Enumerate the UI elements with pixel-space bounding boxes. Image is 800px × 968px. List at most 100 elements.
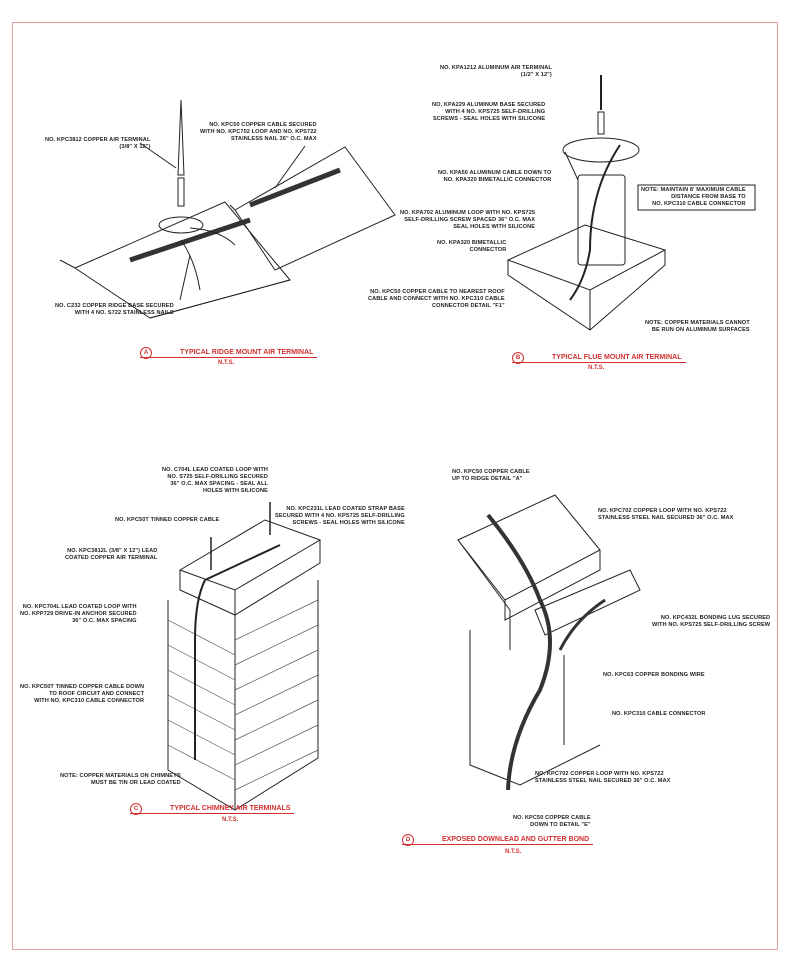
drawing-border xyxy=(12,22,778,950)
label-tinned-cable-down: NO. KPC50T TINNED COPPER CABLE DOWN TO R… xyxy=(20,684,144,705)
label-line: NO. KPC50T TINNED COPPER CABLE xyxy=(115,517,220,523)
label-line: NO. KPC50 COPPER CABLE xyxy=(452,469,530,475)
label-air-terminal: NO. KPC3812 COPPER AIR TERMINAL (3/8" X … xyxy=(45,137,150,151)
note-line: NO. KPC310 CABLE CONNECTOR xyxy=(652,201,746,207)
detail-title-b: B TYPICAL FLUE MOUNT AIR TERMINAL xyxy=(512,352,686,364)
detail-title-c: C TYPICAL CHIMNEY AIR TERMINALS xyxy=(130,803,295,815)
label-line: NO. KPA320 BIMETALLIC xyxy=(437,240,507,246)
label-line: WITH NO. KPC310 CABLE CONNECTOR xyxy=(34,698,145,704)
label-line: NO. C704L LEAD COATED LOOP WITH xyxy=(162,467,268,473)
scale-note: N.T.S. xyxy=(505,849,522,855)
detail-title-d: D EXPOSED DOWNLEAD AND GUTTER BOND xyxy=(402,834,594,846)
chimney-drawing xyxy=(167,502,322,811)
label-line: (1/2" X 12") xyxy=(520,72,552,78)
label-line: UP TO RIDGE DETAIL "A" xyxy=(452,476,523,482)
scale-note: N.T.S. xyxy=(588,365,605,371)
ridge-mount-drawing xyxy=(59,99,396,319)
label-line: TO ROOF CIRCUIT AND CONNECT xyxy=(49,691,145,697)
label-bimetallic-connector: NO. KPA320 BIMETALLIC CONNECTOR xyxy=(437,240,506,254)
title-text: EXPOSED DOWNLEAD AND GUTTER BOND xyxy=(442,836,590,843)
label-strap-base: NO. KPC231L LEAD COATED STRAP BASE SECUR… xyxy=(275,506,405,527)
label-copper-cable: NO. KPC50 COPPER CABLE SECURED WITH NO. … xyxy=(200,122,317,143)
label-line: NO. KPC50 COPPER CABLE SECURED xyxy=(209,122,317,128)
label-line: SCREWS - SEAL HOLES WITH SILICONE xyxy=(292,520,405,526)
label-line: STAINLESS STEEL NAIL SECURED 36" O.C. MA… xyxy=(535,778,671,784)
label-copper-loop-upper: NO. KPC702 COPPER LOOP WITH NO. KPS722 S… xyxy=(598,508,733,522)
label-cable-down-detail-e: NO. KPC50 COPPER CABLE DOWN TO DETAIL "E… xyxy=(513,815,591,829)
scale-note: N.T.S. xyxy=(222,817,239,823)
label-bonding-wire: NO. KPC63 COPPER BONDING WIRE xyxy=(603,672,705,679)
note-max-cable-distance: NOTE: MAINTAIN 8' MAXIMUM CABLE DISTANCE… xyxy=(641,187,746,208)
label-line: 36" O.C. MAX SPACING xyxy=(72,618,137,624)
label-line: NO. KPP729 DRIVE-IN ANCHOR SECURED xyxy=(20,611,137,617)
label-line: DOWN TO DETAIL "E" xyxy=(530,822,591,828)
title-text: TYPICAL CHIMNEY AIR TERMINALS xyxy=(170,805,291,812)
label-line: NO. KPC231L LEAD COATED STRAP BASE xyxy=(286,506,405,512)
label-line: NO. KPC3812L (3/8" X 12") LEAD xyxy=(67,548,158,554)
label-aluminum-base: NO. KPA229 ALUMINUM BASE SECURED WITH 4 … xyxy=(432,102,545,123)
downlead-drawing xyxy=(457,494,641,791)
note-line: NOTE: COPPER MATERIALS ON CHIMNEYS xyxy=(60,773,181,779)
title-text: TYPICAL RIDGE MOUNT AIR TERMINAL xyxy=(180,349,314,356)
scale-note: N.T.S. xyxy=(218,360,235,366)
label-lead-air-terminal: NO. KPC3812L (3/8" X 12") LEAD COATED CO… xyxy=(65,548,157,562)
label-line: NO. KPC704L LEAD COATED LOOP WITH xyxy=(22,604,137,610)
label-line: NO. KPA702 ALUMINUM LOOP WITH NO. KPS725 xyxy=(400,210,536,216)
detail-marker: B xyxy=(512,352,524,364)
note-copper-aluminum: NOTE: COPPER MATERIALS CANNOT BE RUN ON … xyxy=(645,320,750,334)
label-line: CONNECTOR xyxy=(469,247,507,253)
label-line: HOLES WITH SILICONE xyxy=(202,488,268,494)
label-line: WITH 4 NO. S722 STAINLESS NAILS xyxy=(74,310,174,316)
label-line: CABLE AND CONNECT WITH NO. KPC310 CABLE xyxy=(368,296,505,302)
flue-mount-drawing xyxy=(506,75,756,331)
note-line: DISTANCE FROM BASE TO xyxy=(671,194,746,200)
label-line: NO. KPC702 COPPER LOOP WITH NO. KPS722 xyxy=(535,771,664,777)
label-copper-loop-lower: NO. KPC702 COPPER LOOP WITH NO. KPS722 S… xyxy=(535,771,670,785)
label-line: (3/8" X 12") xyxy=(119,144,151,150)
detail-marker: D xyxy=(402,834,414,846)
note-line: BE RUN ON ALUMINUM SURFACES xyxy=(651,327,750,333)
label-line: STAINLESS STEEL NAIL SECURED 36" O.C. MA… xyxy=(598,515,734,521)
label-line: NO. KPC702 COPPER LOOP WITH NO. KPS722 xyxy=(598,508,727,514)
label-aluminum-cable: NO. KPA50 ALUMINUM CABLE DOWN TO NO. KPA… xyxy=(438,170,551,184)
detail-marker: A xyxy=(140,347,152,359)
label-line: WITH 4 NO. KPS725 SELF-DRILLING xyxy=(445,109,546,115)
label-line: NO. KPC310 CABLE CONNECTOR xyxy=(612,711,706,717)
label-line: NO. KPC63 COPPER BONDING WIRE xyxy=(603,672,705,678)
label-line: CONNECTOR DETAIL "F1" xyxy=(432,303,505,309)
label-line: STAINLESS NAIL 36" O.C. MAX xyxy=(231,136,317,142)
label-aluminum-terminal: NO. KPA1212 ALUMINUM AIR TERMINAL (1/2" … xyxy=(440,65,552,79)
label-line: SEAL HOLES WITH SILICONE xyxy=(453,224,536,230)
label-line: WITH NO. KPS725 SELF-DRILLING SCREW xyxy=(652,622,771,628)
label-line: NO. KPC50 COPPER CABLE xyxy=(513,815,591,821)
note-line: NOTE: COPPER MATERIALS CANNOT xyxy=(645,320,750,326)
label-aluminum-loop: NO. KPA702 ALUMINUM LOOP WITH NO. KPS725… xyxy=(400,210,535,231)
label-tinned-cable: NO. KPC50T TINNED COPPER CABLE xyxy=(115,517,219,524)
note-line: MUST BE TIN OR LEAD COATED xyxy=(90,780,181,786)
note-chimney-materials: NOTE: COPPER MATERIALS ON CHIMNEYS MUST … xyxy=(60,773,181,787)
label-line: NO. KPA1212 ALUMINUM AIR TERMINAL xyxy=(440,65,552,71)
label-line: NO. KPC50T TINNED COPPER CABLE DOWN xyxy=(20,684,145,690)
label-lead-coated-loop: NO. C704L LEAD COATED LOOP WITH NO. S725… xyxy=(162,467,268,495)
label-line: NO. KPA229 ALUMINUM BASE SECURED xyxy=(432,102,546,108)
label-line: NO. KPA320 BIMETALLIC CONNECTOR xyxy=(443,177,552,183)
title-text: TYPICAL FLUE MOUNT AIR TERMINAL xyxy=(552,354,682,361)
label-line: SECURED WITH 4 NO. KPS725 SELF-DRILLING xyxy=(275,513,405,519)
label-line: WITH NO. KPC702 LOOP AND NO. KPS722 xyxy=(200,129,317,135)
label-line: NO. KPC3812 COPPER AIR TERMINAL xyxy=(45,137,151,143)
note-line: NOTE: MAINTAIN 8' MAXIMUM CABLE xyxy=(641,187,746,193)
label-line: 36" O.C. MAX SPACING - SEAL ALL xyxy=(170,481,268,487)
detail-title-a: A TYPICAL RIDGE MOUNT AIR TERMINAL xyxy=(140,347,318,359)
label-cable-up-ridge: NO. KPC50 COPPER CABLE UP TO RIDGE DETAI… xyxy=(452,469,530,483)
label-copper-cable-roof: NO. KPC50 COPPER CABLE TO NEAREST ROOF C… xyxy=(368,289,505,310)
label-line: NO. KPC432L BONDING LUG SECURED xyxy=(660,615,771,621)
label-cable-connector: NO. KPC310 CABLE CONNECTOR xyxy=(612,711,706,718)
label-line: SELF-DRILLING SCREW SPACED 36" O.C. MAX xyxy=(404,217,536,223)
label-line: NO. C232 COPPER RIDGE BASE SECURED xyxy=(55,303,174,309)
label-line: NO. S725 SELF-DRILLING SECURED xyxy=(167,474,268,480)
detail-marker: C xyxy=(130,803,142,815)
label-ridge-base: NO. C232 COPPER RIDGE BASE SECURED WITH … xyxy=(55,303,174,317)
label-line: NO. KPA50 ALUMINUM CABLE DOWN TO xyxy=(438,170,552,176)
label-line: SCREWS - SEAL HOLES WITH SILICONE xyxy=(432,116,546,122)
